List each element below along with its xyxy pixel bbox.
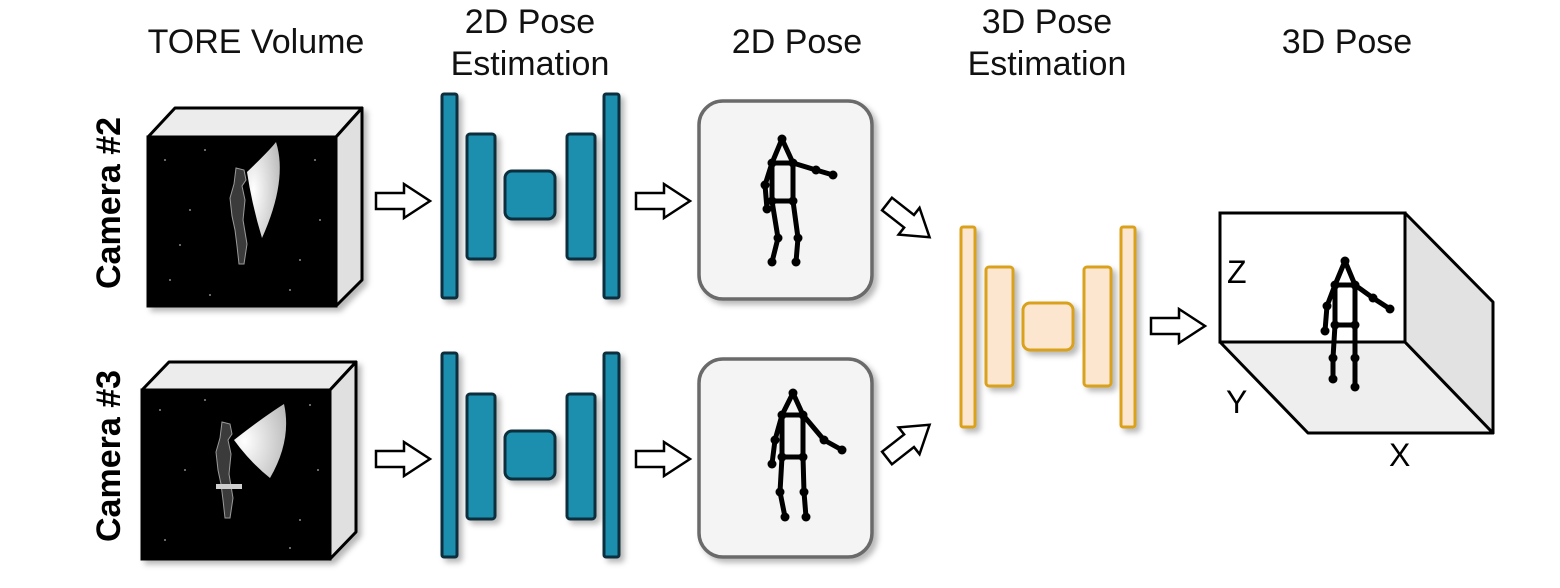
axis-label-x: X (1389, 437, 1410, 473)
arrow-volume-to-2d-net-camera-3 (374, 440, 432, 478)
header-3d-pose-estimation-line1: 3D Pose (982, 3, 1112, 41)
camera-label-2: Camera #2 (90, 117, 128, 289)
event-frame-camera-3 (159, 399, 319, 549)
header-2d-pose-estimation-line2: Estimation (451, 45, 610, 83)
pose-2d-box-camera-3 (697, 357, 874, 559)
arrow-volume-to-2d-net-camera-2 (374, 182, 432, 220)
arrow-2d-net-to-2d-pose-camera-3 (634, 440, 692, 478)
arrow-2d-net-to-2d-pose-camera-2 (634, 182, 692, 220)
pose-3d-box: Z Y X (1218, 211, 1495, 473)
header-3d-pose-estimation-line2: Estimation (968, 45, 1127, 83)
header-2d-pose: 2D Pose (732, 23, 862, 61)
pose-2d-network-camera-2 (440, 92, 621, 300)
axis-label-y: Y (1226, 384, 1247, 420)
event-frame-camera-2 (164, 142, 321, 296)
axis-label-z: Z (1227, 254, 1247, 290)
header-tore-volume: TORE Volume (148, 23, 365, 61)
arrow-2d-pose-to-3d-net-camera-2 (875, 189, 942, 252)
tore-volume-cube-camera-2 (146, 106, 364, 308)
pose-2d-box-camera-2 (697, 99, 874, 301)
header-3d-pose: 3D Pose (1282, 23, 1412, 61)
tore-volume-cube-camera-3 (140, 360, 358, 561)
camera-label-3: Camera #3 (90, 370, 128, 542)
arrow-3d-net-to-3d-pose (1149, 307, 1207, 345)
header-2d-pose-estimation-line1: 2D Pose (465, 3, 595, 41)
pose-2d-network-camera-3 (440, 351, 621, 559)
pose-3d-network (959, 225, 1137, 429)
arrow-2d-pose-to-3d-net-camera-3 (875, 410, 942, 473)
